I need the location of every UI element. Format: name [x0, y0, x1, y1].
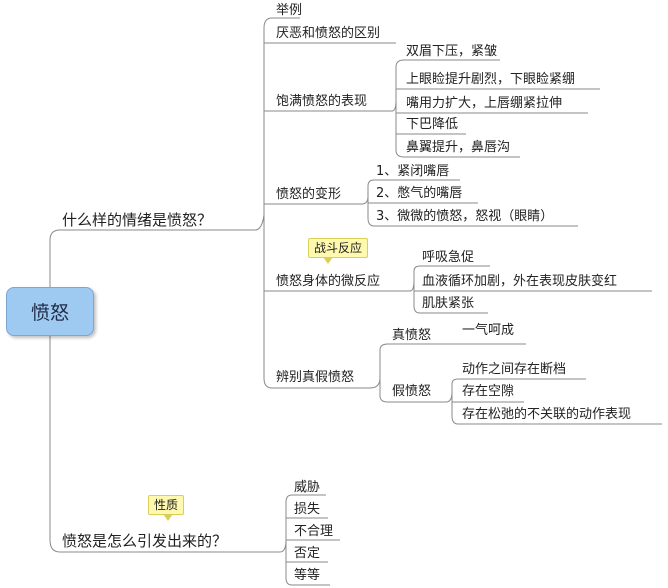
- fake-anger-item[interactable]: 动作之间存在断档: [462, 362, 567, 377]
- node-example[interactable]: 举例: [276, 3, 303, 18]
- real-anger-item[interactable]: 一气呵成: [462, 323, 515, 338]
- nature-note: 性质: [148, 495, 185, 521]
- cause-item[interactable]: 损失: [294, 502, 321, 517]
- node-full-anger[interactable]: 饱满愤怒的表现: [276, 94, 368, 109]
- node-anger-variants[interactable]: 愤怒的变形: [276, 187, 342, 202]
- node-body-micro-reactions[interactable]: 愤怒身体的微反应: [276, 274, 381, 289]
- root-node[interactable]: 愤怒: [6, 287, 94, 336]
- micro-reaction-item[interactable]: 肌肤紧张: [422, 296, 475, 311]
- cause-item[interactable]: 不合理: [294, 524, 334, 539]
- node-real-fake-anger[interactable]: 辨别真假愤怒: [276, 370, 355, 385]
- micro-reaction-item[interactable]: 呼吸急促: [422, 250, 475, 265]
- cause-item[interactable]: 等等: [294, 568, 321, 583]
- full-anger-item[interactable]: 鼻翼提升，鼻唇沟: [406, 140, 511, 155]
- cause-item[interactable]: 否定: [294, 546, 321, 561]
- full-anger-item[interactable]: 下巴降低: [406, 117, 459, 132]
- full-anger-item[interactable]: 上眼睑提升剧烈，下眼睑紧绷: [406, 72, 576, 87]
- fake-anger-item[interactable]: 存在空隙: [462, 384, 515, 399]
- variant-item[interactable]: 1、紧闭嘴唇: [376, 164, 450, 179]
- micro-reaction-item[interactable]: 血液循环加剧，外在表现皮肤变红: [422, 274, 618, 289]
- cause-item[interactable]: 威胁: [294, 480, 321, 495]
- battle-reaction-note: 战斗反应: [308, 238, 369, 264]
- node-disgust-vs-anger[interactable]: 厌恶和愤怒的区别: [276, 26, 381, 41]
- node-fake-anger[interactable]: 假愤怒: [392, 384, 432, 399]
- full-anger-item[interactable]: 嘴用力扩大，上唇绷紧拉伸: [406, 96, 563, 111]
- variant-item[interactable]: 3、微微的愤怒，怒视（眼睛）: [376, 209, 554, 224]
- node-real-anger[interactable]: 真愤怒: [392, 328, 432, 343]
- full-anger-item[interactable]: 双眉下压，紧皱: [406, 44, 498, 59]
- variant-item[interactable]: 2、憋气的嘴唇: [376, 186, 463, 201]
- fake-anger-item[interactable]: 存在松弛的不关联的动作表现: [462, 407, 632, 422]
- node-how-anger-caused[interactable]: 愤怒是怎么引发出来的？: [62, 532, 228, 550]
- node-what-is-anger[interactable]: 什么样的情绪是愤怒？: [62, 211, 213, 229]
